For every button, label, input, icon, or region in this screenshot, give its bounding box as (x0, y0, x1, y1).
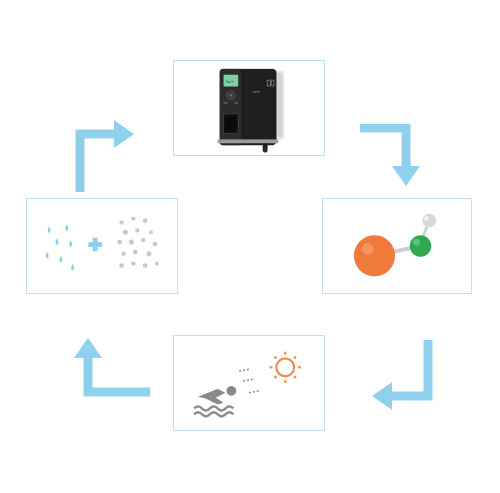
panel-chlorinator: 31g/h Z expert (173, 60, 325, 156)
water-drops-icon (45, 224, 75, 271)
device-model: expert (253, 90, 260, 93)
water-salt-illustration (45, 216, 159, 271)
device-base-trim (217, 139, 279, 144)
device-lcd-screen (223, 74, 239, 87)
sun-icon (269, 351, 301, 383)
panel-water-salt (26, 198, 178, 294)
arrow-bottom-to-left (74, 338, 150, 397)
oxygen-atom (353, 235, 396, 277)
device-pipe (262, 143, 268, 151)
arrow-right-to-bottom (372, 340, 433, 410)
panel-molecule (322, 198, 472, 294)
dash-lines-icon (239, 368, 259, 394)
swimmer-sun-illustration (193, 351, 301, 418)
chlorinator-device-illustration: 31g/h Z expert (217, 68, 285, 153)
plus-icon (88, 237, 102, 252)
hypochlorous-molecule (353, 213, 437, 277)
arrow-top-to-right (360, 124, 420, 186)
hydrogen-atom (422, 213, 437, 228)
chlorine-atom (409, 235, 432, 257)
panel-swimmer-sun (173, 335, 325, 431)
device-logo: Z (270, 81, 273, 86)
arrow-left-to-top (75, 120, 134, 192)
swimmer-icon (193, 385, 237, 418)
salt-grains-icon (117, 216, 159, 268)
device-lcd-text: 31g/h (225, 80, 234, 84)
